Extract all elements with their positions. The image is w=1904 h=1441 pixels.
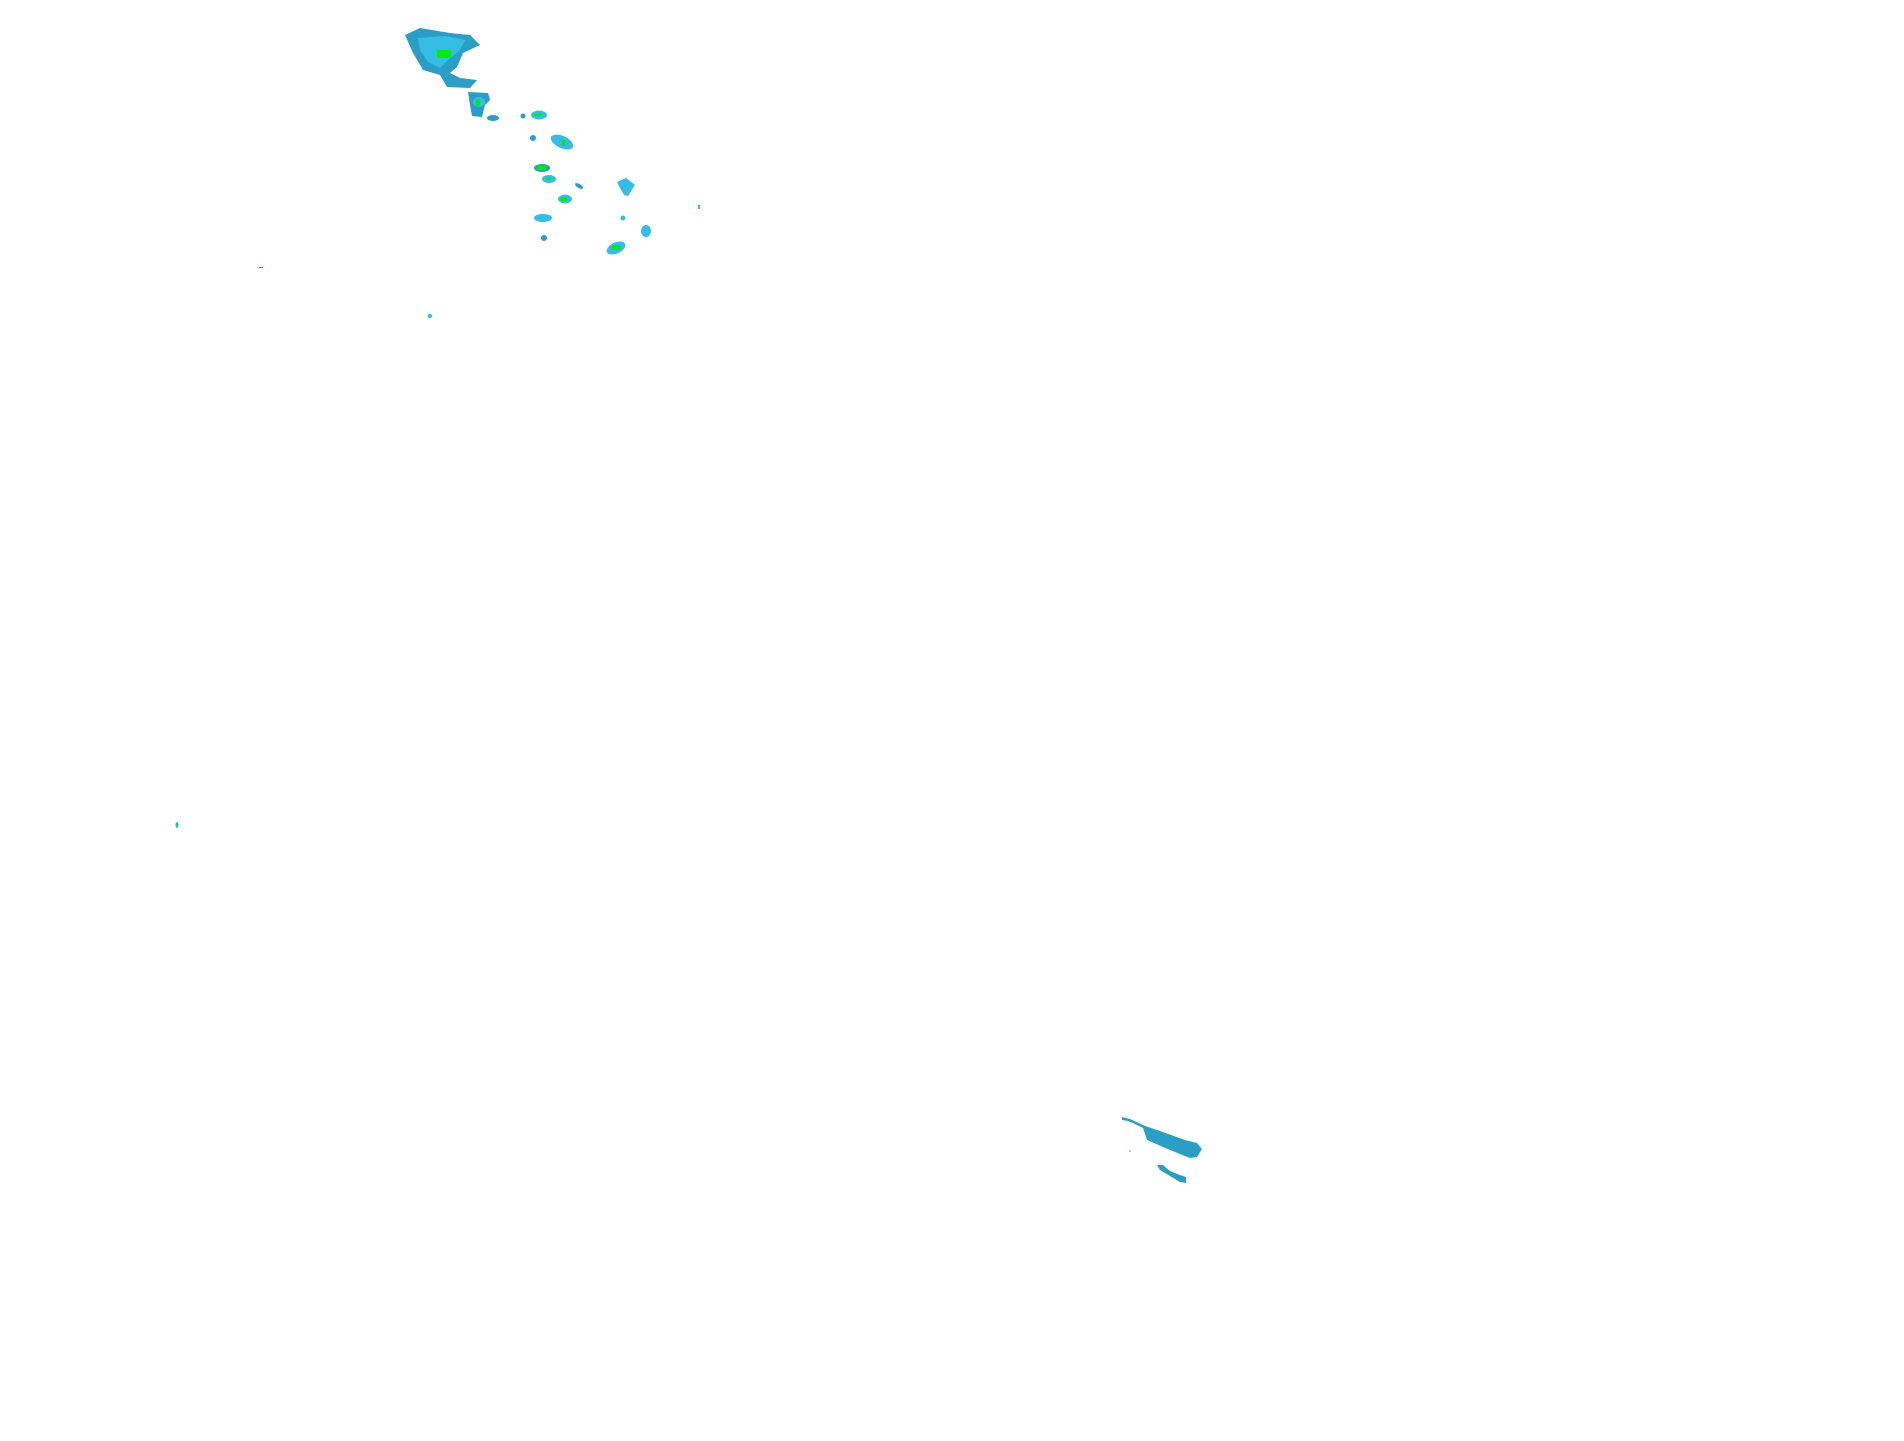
radar-cell [617,178,635,196]
radar-core [534,114,541,116]
radar-cell [1129,1150,1131,1152]
radar-cell [641,225,651,237]
radar-cell [175,822,179,828]
radar-cell [487,115,499,121]
radar-cell [534,214,552,222]
radar-core [476,99,480,106]
radar-cell [259,267,263,268]
radar-cluster-west [175,822,179,828]
radar-cell [530,135,536,141]
radar-cell [574,183,584,189]
radar-core [437,50,451,58]
radar-cell [520,113,526,119]
radar-band [1122,1117,1202,1158]
radar-cluster-south [1122,1117,1202,1183]
radar-core [612,245,620,250]
radar-cell [620,215,626,221]
radar-cell [698,205,700,209]
radar-cell [541,235,547,241]
radar-core [562,140,565,146]
radar-cluster-north [259,28,700,319]
radar-core [537,166,546,170]
radar-core [561,197,567,201]
radar-cell [427,313,433,319]
radar-band [1157,1165,1186,1183]
radar-core [546,177,551,180]
